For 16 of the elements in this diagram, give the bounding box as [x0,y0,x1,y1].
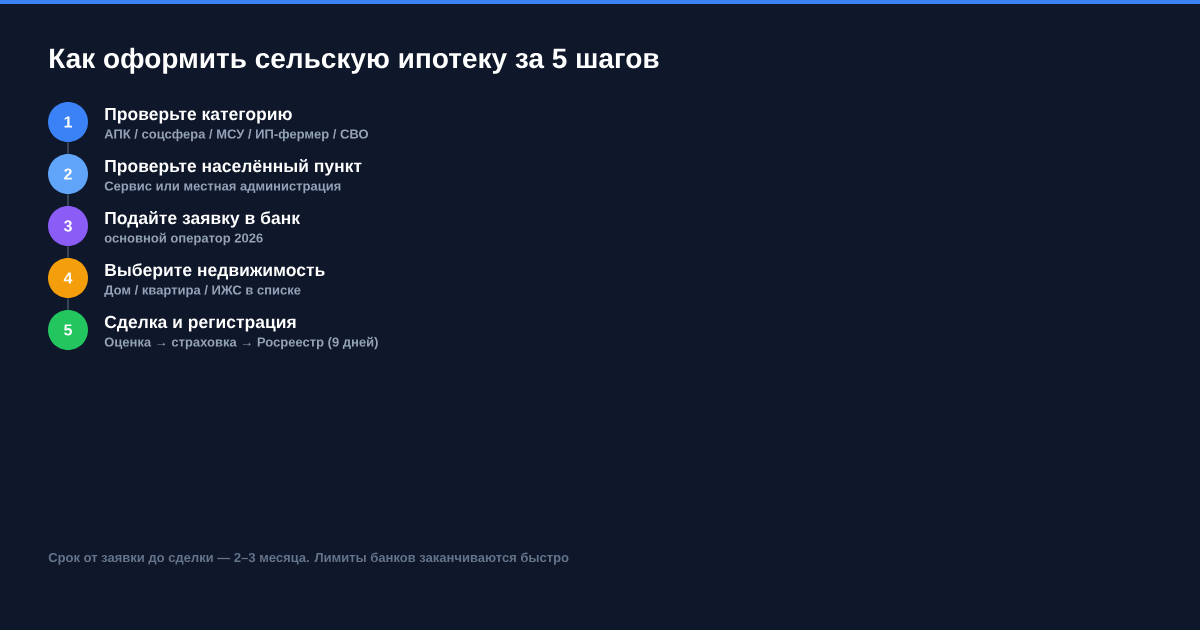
step-title: Сделка и регистрация [104,315,296,332]
step-title: Проверьте населённый пункт [105,159,362,176]
step-title: Проверьте категорию [105,107,292,124]
connector-line [67,297,69,311]
footnote: Срок от заявки до сделки — 2–3 месяца. Лимиты банков заканчиваются быстро [48,552,569,565]
step-title: Подайте заявку в банк [105,211,301,228]
title: Как оформить сельскую ипотеку за 5 шагов [50,47,659,74]
step-description: Сервис или местная администрация [104,181,341,194]
connector-line [67,193,69,207]
connector-line [67,245,69,259]
step-description: Оценка → страховка → Росреестр (9 дней) [104,336,378,350]
step-description: АПК / соцсфера / МСУ / ИП-фермер / СВО [104,129,369,142]
connector-line [67,141,69,155]
step-title: Выберите недвижимость [105,263,325,280]
step-description: Дом / квартира / ИЖС в списке [104,285,301,298]
step-description: основной оператор 2026 [104,232,263,246]
